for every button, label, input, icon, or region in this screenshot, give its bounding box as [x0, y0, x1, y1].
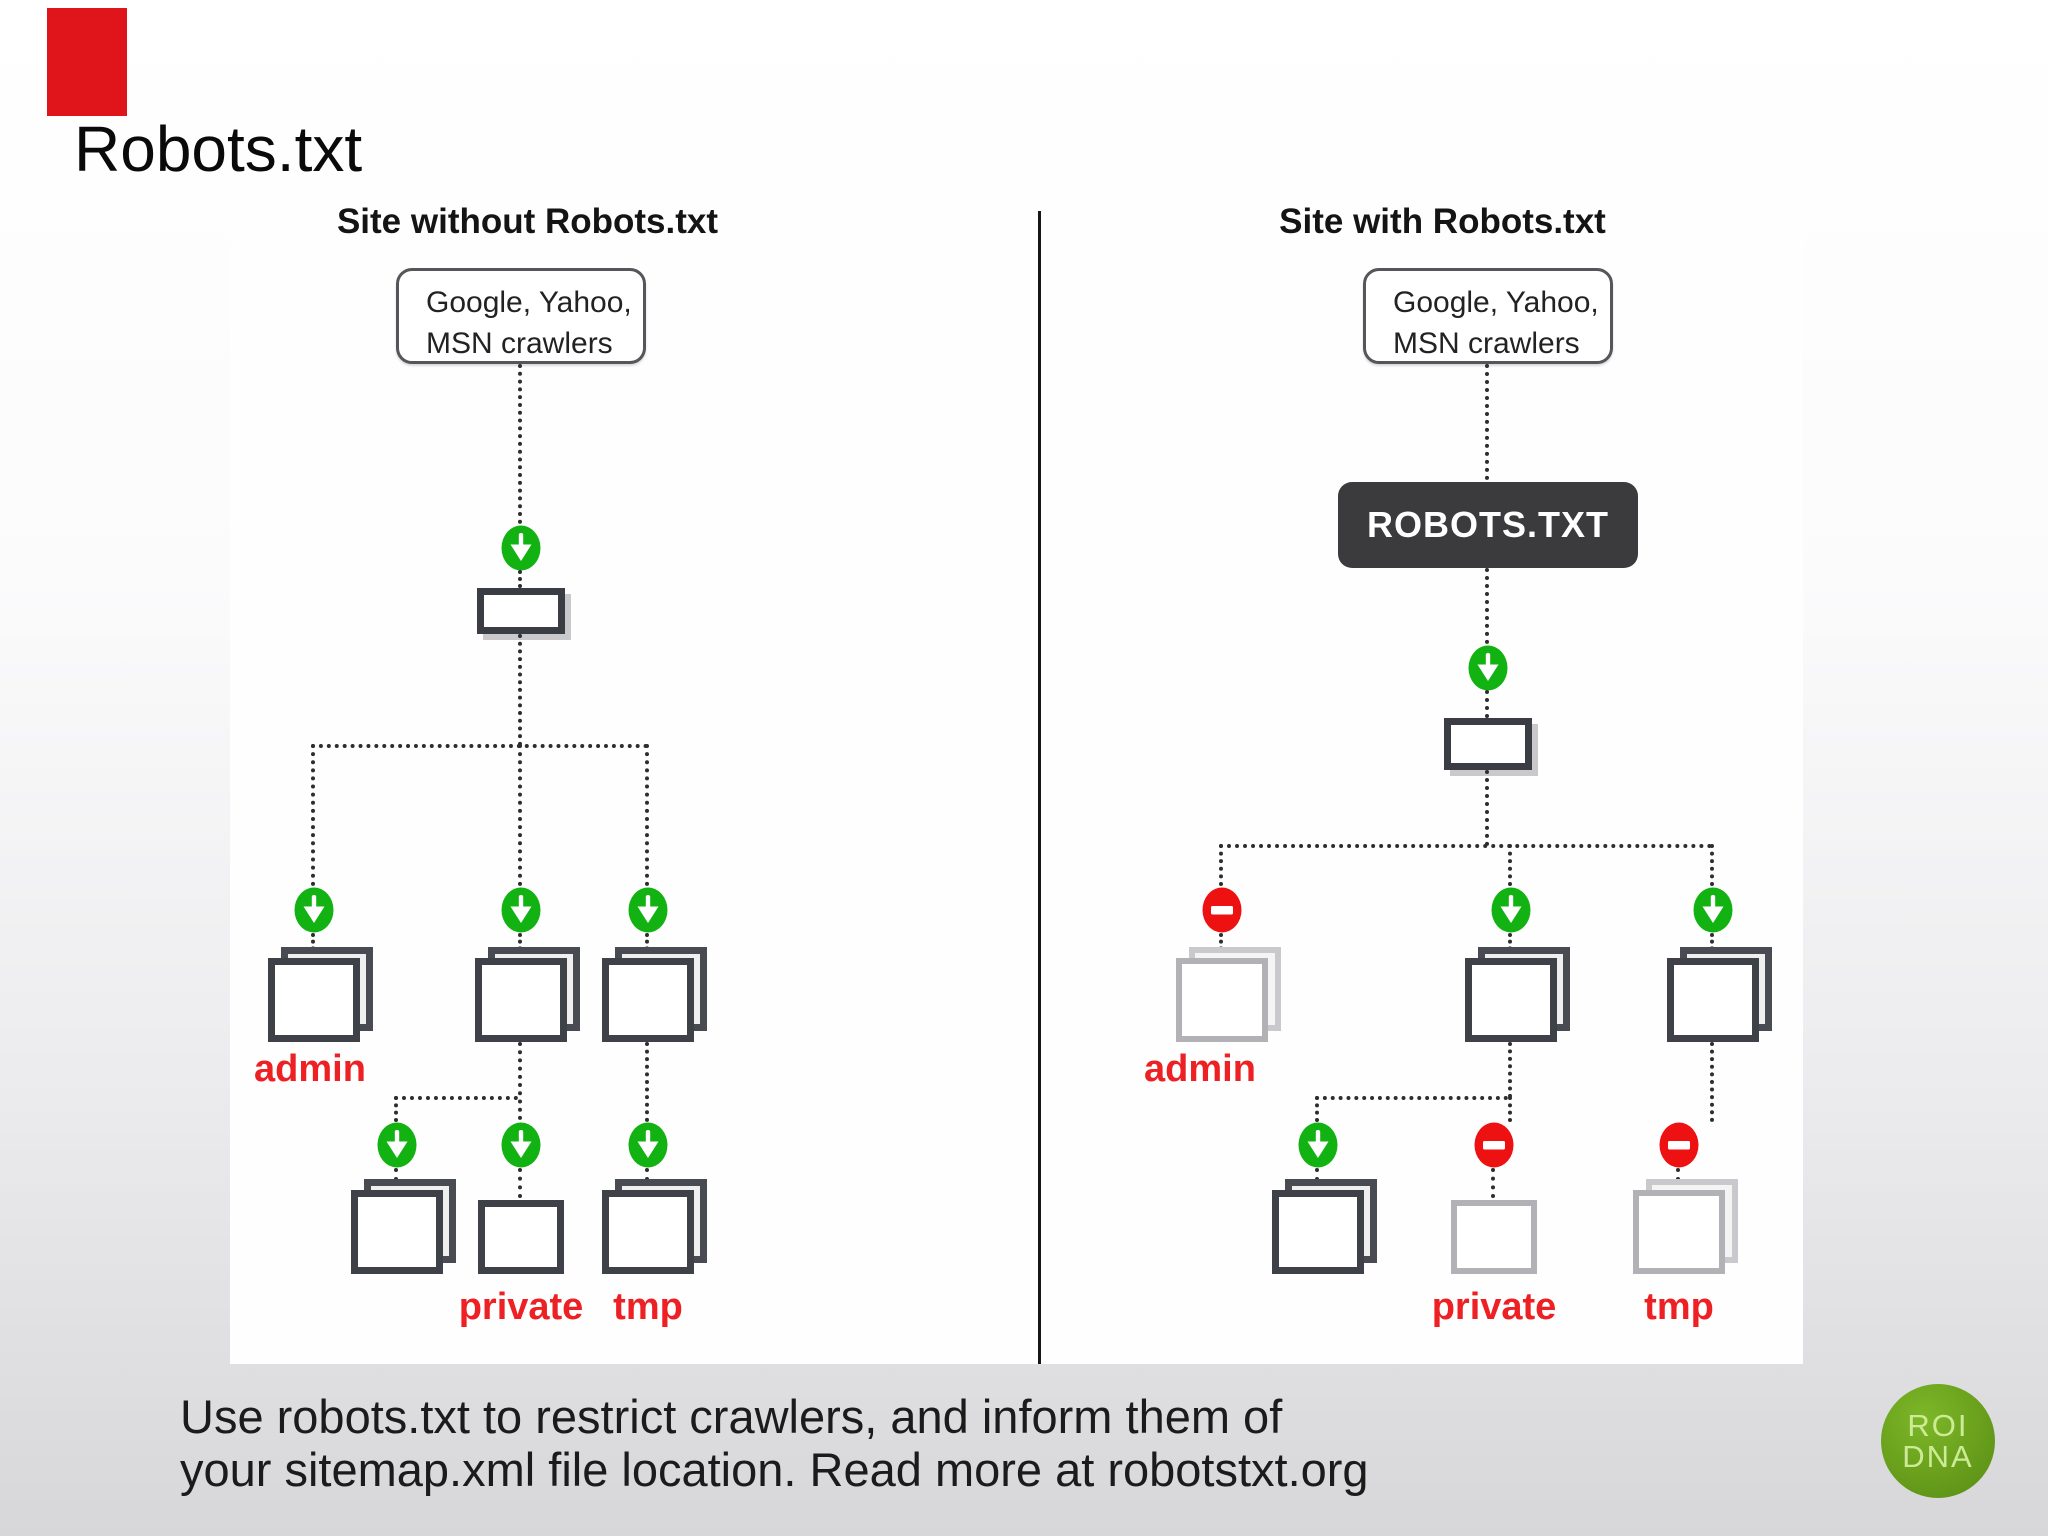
brand-logo-line1: ROI: [1907, 1408, 1969, 1443]
dotted-connector: [518, 364, 522, 524]
allow-arrow-icon: [628, 1122, 668, 1168]
red-corner-marker: [47, 8, 127, 116]
brand-logo-line2: DNA: [1902, 1439, 1974, 1474]
block-icon: [1659, 1122, 1699, 1168]
folder-sub-left: [351, 1179, 456, 1274]
dotted-connector: [1491, 1168, 1495, 1198]
dotted-connector: [1508, 844, 1512, 886]
dotted-connector: [394, 1096, 518, 1100]
folder-middle: [475, 947, 580, 1042]
dotted-connector: [518, 570, 522, 588]
allow-arrow-icon: [377, 1122, 417, 1168]
allow-arrow-icon: [294, 887, 334, 933]
label-tmp: tmp: [1644, 1286, 1714, 1328]
right-crawler-line2: MSN crawlers: [1393, 327, 1580, 361]
brand-logo-text: ROI DNA: [1902, 1410, 1973, 1472]
folder-admin: [268, 947, 373, 1042]
dotted-connector: [1485, 770, 1489, 846]
folder-admin-blocked: [1176, 947, 1281, 1042]
folder-sub-left: [1272, 1179, 1377, 1274]
allow-arrow-icon: [1693, 887, 1733, 933]
dotted-connector: [1315, 1096, 1508, 1100]
folder-middle: [1465, 947, 1570, 1042]
caption: Use robots.txt to restrict crawlers, and…: [180, 1390, 1860, 1496]
label-tmp: tmp: [613, 1286, 683, 1328]
dotted-connector: [518, 1042, 522, 1120]
block-icon: [1474, 1122, 1514, 1168]
folder-private: [478, 1200, 564, 1274]
block-icon: [1202, 887, 1242, 933]
brand-logo: ROI DNA: [1881, 1384, 1995, 1498]
left-crawler-line2: MSN crawlers: [426, 327, 613, 361]
right-root-site-box: [1444, 718, 1532, 770]
allow-arrow-icon: [628, 887, 668, 933]
dotted-connector: [518, 634, 522, 746]
dotted-connector: [1710, 1042, 1714, 1122]
dotted-connector: [1485, 568, 1489, 644]
folder-private-blocked: [1451, 1200, 1537, 1274]
label-private: private: [458, 1286, 584, 1328]
left-root-site-box: [477, 588, 565, 634]
dotted-connector: [1508, 933, 1512, 957]
allow-arrow-icon: [1468, 645, 1508, 691]
dotted-connector: [1485, 690, 1489, 718]
folder-right: [602, 947, 707, 1042]
allow-arrow-icon: [1298, 1122, 1338, 1168]
left-crawler-line1: Google, Yahoo,: [426, 286, 632, 319]
dotted-connector: [645, 1042, 649, 1122]
dotted-connector: [1219, 844, 1223, 886]
label-admin: admin: [254, 1048, 366, 1090]
dotted-connector: [1710, 933, 1714, 957]
dotted-connector: [645, 933, 649, 957]
folder-tmp: [602, 1179, 707, 1274]
dotted-connector: [1485, 364, 1489, 480]
panel-divider: [1038, 211, 1041, 1364]
allow-arrow-icon: [501, 887, 541, 933]
caption-line2: your sitemap.xml file location. Read mor…: [180, 1443, 1369, 1497]
dotted-connector: [311, 744, 648, 748]
dotted-connector: [1219, 844, 1712, 848]
folder-tmp-blocked: [1633, 1179, 1738, 1274]
dotted-connector: [645, 744, 649, 886]
left-crawler-box: Google, Yahoo, MSN crawlers: [396, 268, 646, 364]
right-crawler-line1: Google, Yahoo,: [1393, 286, 1599, 319]
dotted-connector: [518, 933, 522, 957]
label-admin: admin: [1144, 1048, 1256, 1090]
diagram-panel: [230, 211, 1803, 1364]
dotted-connector: [311, 744, 315, 886]
dotted-connector: [394, 1096, 398, 1122]
dotted-connector: [1710, 844, 1714, 886]
dotted-connector: [518, 744, 522, 886]
dotted-connector: [1315, 1096, 1319, 1122]
right-crawler-box: Google, Yahoo, MSN crawlers: [1363, 268, 1613, 364]
dotted-connector: [311, 933, 315, 957]
dotted-connector: [1219, 933, 1223, 957]
allow-arrow-icon: [1491, 887, 1531, 933]
slide-title: Robots.txt: [74, 113, 363, 185]
folder-right: [1667, 947, 1772, 1042]
dotted-connector: [1508, 1042, 1512, 1098]
caption-line1: Use robots.txt to restrict crawlers, and…: [180, 1390, 1283, 1443]
dotted-connector: [518, 1168, 522, 1198]
label-private: private: [1431, 1286, 1557, 1328]
dotted-connector: [1508, 1096, 1512, 1122]
left-diagram-title: Site without Robots.txt: [336, 202, 719, 241]
allow-arrow-icon: [501, 1122, 541, 1168]
allow-arrow-icon: [501, 525, 541, 571]
robots-txt-box: ROBOTS.TXT: [1338, 482, 1638, 568]
right-diagram-title: Site with Robots.txt: [1279, 202, 1606, 241]
